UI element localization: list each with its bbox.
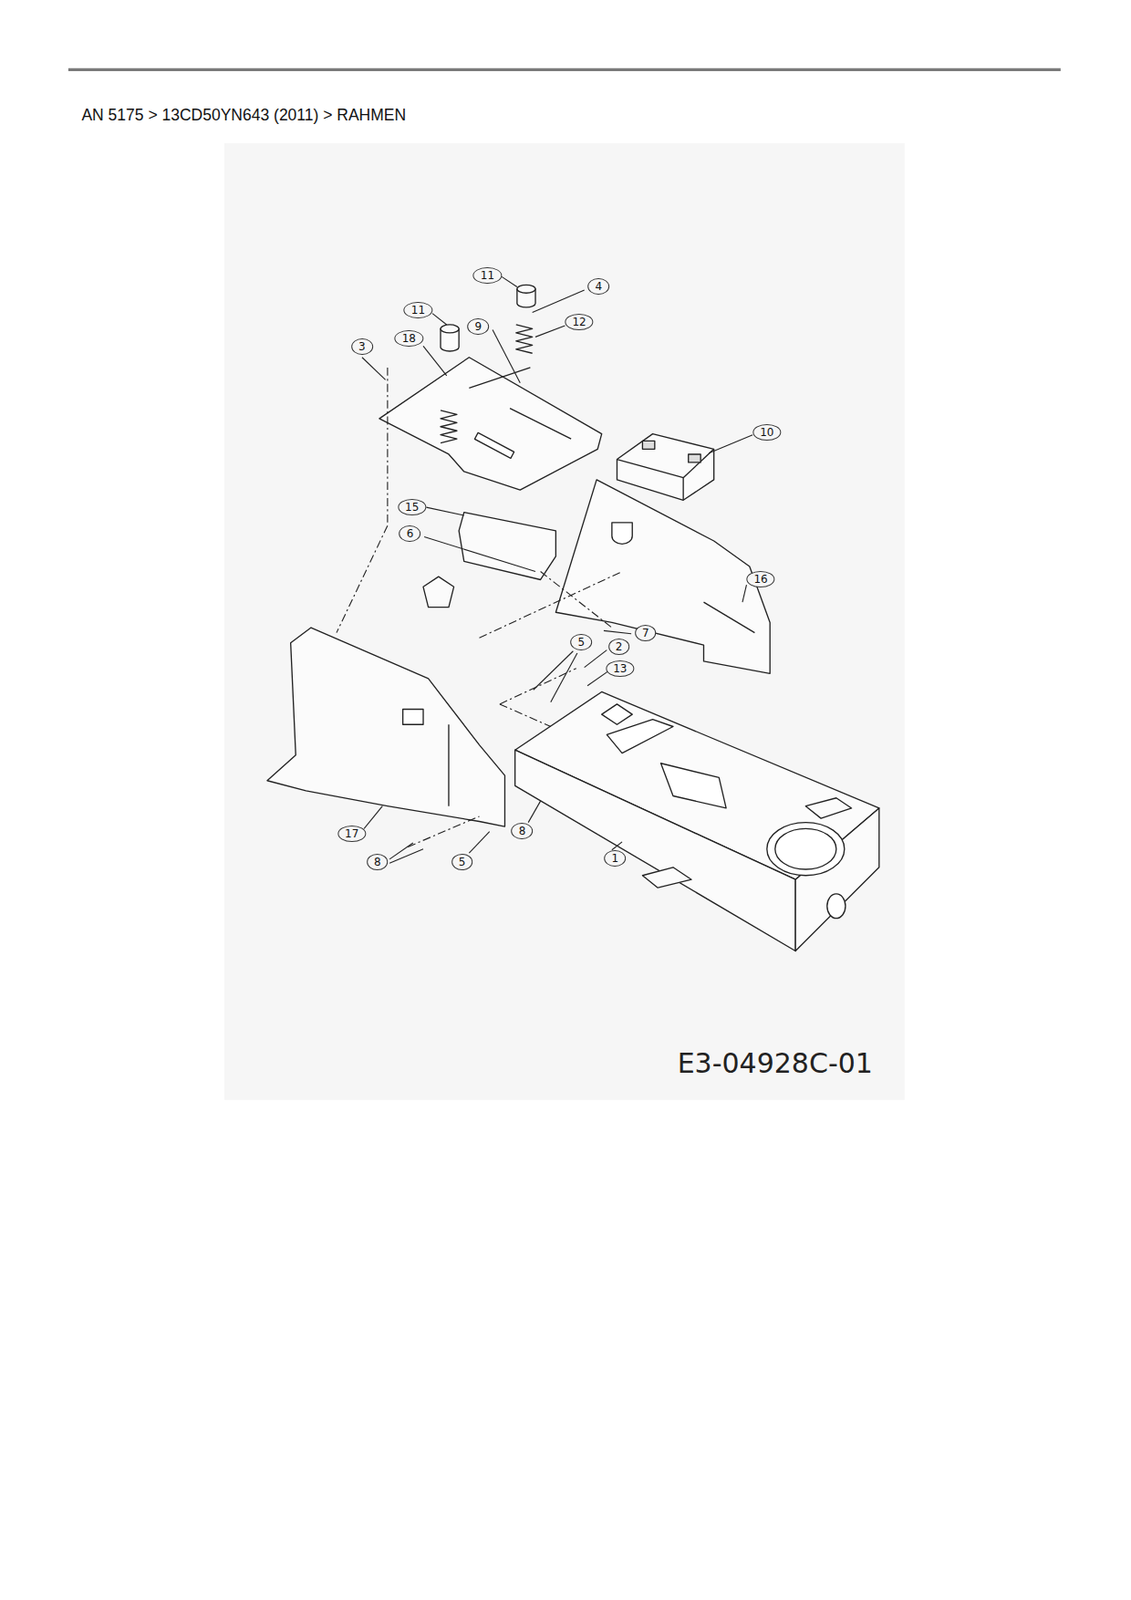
callout-number: 5 [570,633,593,651]
callout-number: 18 [394,330,424,347]
leader-lines [362,276,753,863]
callout-number: 10 [752,424,781,441]
callout-number: 15 [397,498,426,516]
assembly-lines [336,367,623,848]
callout-number: 12 [564,313,593,331]
callout-number: 16 [746,570,775,588]
callout-number: 11 [404,301,433,319]
callout-number: 9 [467,318,490,335]
drawing-number: E3-04928C-01 [677,1047,873,1080]
page-title: AN 5175 > 13CD50YN643 (2011) > RAHMEN [81,105,406,125]
callout-number: 11 [473,267,502,284]
callout-number: 3 [351,338,374,355]
callout-number: 7 [634,624,657,642]
callout-number: 6 [399,525,422,542]
parts [267,284,880,951]
callout-number: 17 [337,825,366,842]
callout-number: 8 [511,822,534,840]
callout-number: 1 [603,850,626,867]
callout-number: 5 [451,853,474,871]
callout-number: 8 [366,853,389,871]
callout-number: 13 [605,660,634,677]
drawing-ground [224,143,905,1100]
callout-number: 4 [588,278,611,295]
callout-number: 2 [608,638,631,655]
header-rule [68,68,1061,72]
